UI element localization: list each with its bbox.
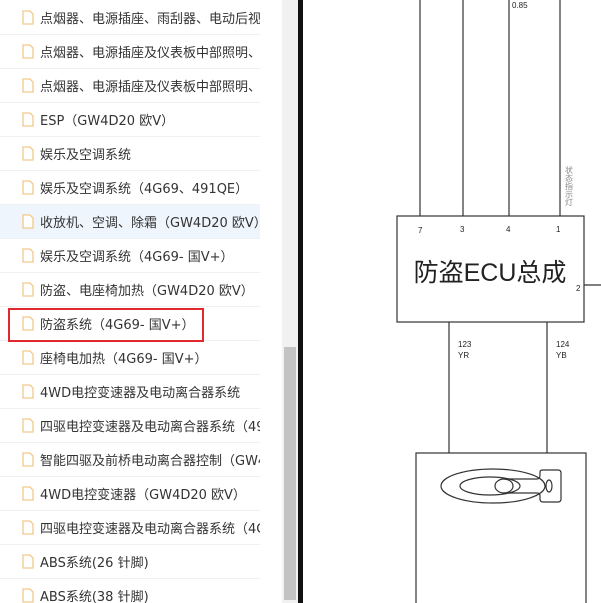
pin-label: 4	[506, 225, 511, 234]
list-item-label: ABS系统(38 针脚)	[40, 590, 149, 603]
list-item-label: 点烟器、电源插座及仪表板中部照明、电动	[40, 46, 260, 61]
document-icon	[22, 180, 34, 195]
wiring-diagram: 0.85 状态指示灯 7 3 4 1 防盗ECU总成 2 123 YR 124 …	[396, 0, 601, 603]
document-icon	[22, 282, 34, 297]
list-item[interactable]: 娱乐及空调系统（4G69、491QE）	[0, 171, 260, 205]
document-list-panel: 点烟器、电源插座、雨刮器、电动后视镜系点烟器、电源插座及仪表板中部照明、电动点烟…	[0, 0, 298, 603]
list-item[interactable]: 点烟器、电源插座及仪表板中部照明、电动	[0, 69, 260, 103]
document-icon	[22, 10, 34, 25]
document-icon	[22, 418, 34, 433]
list-item[interactable]: 点烟器、电源插座及仪表板中部照明、电动	[0, 35, 260, 69]
list-item[interactable]: 4WD电控变速器及电动离合器系统	[0, 375, 260, 409]
list-item[interactable]: 收放机、空调、除霜（GW4D20 欧V）	[0, 205, 260, 239]
list-item[interactable]: 座椅电加热（4G69- 国V+）	[0, 341, 260, 375]
list-item-label: 点烟器、电源插座及仪表板中部照明、电动	[40, 80, 260, 95]
list-item-label: 娱乐及空调系统（4G69- 国V+）	[40, 250, 234, 265]
immobilizer-coil-box	[415, 452, 587, 603]
list-item-label: 座椅电加热（4G69- 国V+）	[40, 352, 208, 367]
list-item-label: 防盗系统（4G69- 国V+）	[40, 318, 195, 333]
wire-number: 123	[458, 340, 472, 349]
document-icon	[22, 44, 34, 59]
list-item[interactable]: 四驱电控变速器及电动离合器系统（4G69	[0, 511, 260, 545]
panel-divider[interactable]	[298, 0, 303, 603]
pin-label: 7	[418, 226, 423, 235]
document-icon	[22, 452, 34, 467]
wire-number: 124	[556, 340, 570, 349]
pin-label: 2	[576, 284, 581, 293]
list-item[interactable]: ESP（GW4D20 欧V）	[0, 103, 260, 137]
list-item-label: 四驱电控变速器及电动离合器系统（491QE	[40, 420, 260, 435]
list-item[interactable]: ABS系统(26 针脚)	[0, 545, 260, 579]
list-item-label: 四驱电控变速器及电动离合器系统（4G69	[40, 522, 260, 537]
document-icon	[22, 350, 34, 365]
list-item[interactable]: 四驱电控变速器及电动离合器系统（491QE	[0, 409, 260, 443]
list-item[interactable]: 4WD电控变速器（GW4D20 欧V）	[0, 477, 260, 511]
ecu-box	[396, 215, 585, 323]
document-icon	[22, 520, 34, 535]
list-item-label: 收放机、空调、除霜（GW4D20 欧V）	[40, 216, 260, 231]
list-item-label: 4WD电控变速器及电动离合器系统	[40, 386, 241, 401]
document-icon	[22, 112, 34, 127]
document-icon	[22, 384, 34, 399]
ecu-title: 防盗ECU总成	[414, 259, 567, 287]
document-icon	[22, 316, 34, 331]
key-icon	[440, 468, 562, 504]
document-icon	[22, 486, 34, 501]
list-item-label: 点烟器、电源插座、雨刮器、电动后视镜系	[40, 12, 260, 27]
pin-label: 3	[460, 225, 465, 234]
document-icon	[22, 248, 34, 263]
wire-color: YR	[458, 351, 469, 360]
document-icon	[22, 146, 34, 161]
list-item[interactable]: 点烟器、电源插座、雨刮器、电动后视镜系	[0, 1, 260, 35]
list-item-label: 娱乐及空调系统	[40, 148, 132, 163]
wire-gauge-label: 0.85	[512, 1, 528, 10]
list-item[interactable]: 娱乐及空调系统	[0, 137, 260, 171]
list-item-label: ESP（GW4D20 欧V）	[40, 114, 175, 129]
indicator-label: 状态指示灯	[565, 165, 574, 207]
list-item[interactable]: 娱乐及空调系统（4G69- 国V+）	[0, 239, 260, 273]
list-item-label: 防盗、电座椅加热（GW4D20 欧V）	[40, 284, 254, 299]
document-icon	[22, 78, 34, 93]
document-icon	[22, 554, 34, 569]
list-item[interactable]: 智能四驱及前桥电动离合器控制（GW4D20	[0, 443, 260, 477]
selected-item-highlight-box	[8, 308, 204, 342]
document-icon	[22, 588, 34, 603]
scrollbar-thumb[interactable]	[284, 347, 296, 600]
list-item-label: 智能四驱及前桥电动离合器控制（GW4D20	[40, 454, 260, 469]
pin-label: 1	[556, 225, 561, 234]
list-item-label: 4WD电控变速器（GW4D20 欧V）	[40, 488, 246, 503]
list-item-label: 娱乐及空调系统（4G69、491QE）	[40, 182, 249, 197]
wire-color: YB	[556, 351, 567, 360]
list-item-label: ABS系统(26 针脚)	[40, 556, 149, 571]
list-item[interactable]: 防盗、电座椅加热（GW4D20 欧V）	[0, 273, 260, 307]
document-icon	[22, 214, 34, 229]
list-item[interactable]: ABS系统(38 针脚)	[0, 579, 260, 603]
